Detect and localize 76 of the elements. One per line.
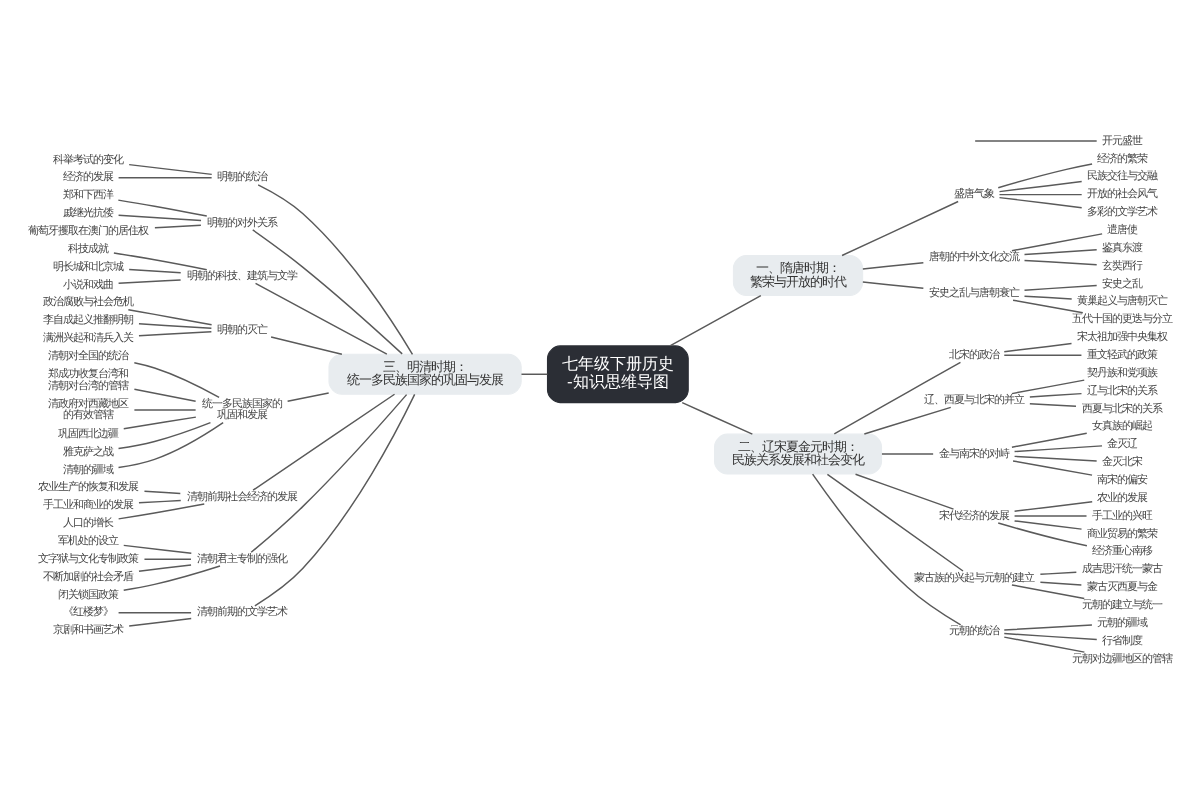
- connector: [117, 279, 182, 285]
- connector: [123, 416, 197, 430]
- connector: [1011, 432, 1088, 448]
- connector: [1039, 581, 1083, 586]
- connector: [833, 361, 962, 435]
- connector: [998, 196, 1083, 209]
- connector: [1003, 632, 1098, 641]
- connector: [254, 393, 416, 607]
- connector: [154, 224, 202, 229]
- connector: [998, 193, 1083, 196]
- connector: [117, 199, 208, 217]
- connector: [117, 503, 205, 520]
- connector: [133, 409, 197, 411]
- connector: [826, 473, 964, 572]
- connector: [127, 308, 213, 326]
- connector: [1023, 284, 1098, 291]
- connector: [138, 499, 182, 504]
- connector: [252, 229, 403, 355]
- connector: [117, 612, 192, 614]
- connector: [997, 522, 1088, 547]
- connector: [520, 373, 549, 375]
- connector: [854, 473, 955, 510]
- connector: [1013, 455, 1098, 462]
- connector: [1011, 233, 1103, 252]
- connector: [862, 281, 925, 289]
- connector: [1013, 515, 1088, 517]
- connector: [841, 200, 959, 257]
- connector: [286, 392, 330, 402]
- connector: [138, 331, 213, 337]
- connector: [863, 406, 952, 435]
- connector: [138, 323, 213, 330]
- connector: [1012, 299, 1084, 314]
- connector: [250, 393, 408, 554]
- connector: [143, 558, 192, 560]
- connector: [117, 214, 202, 222]
- connector: [123, 565, 221, 591]
- connector: [117, 177, 213, 179]
- connector: [681, 401, 754, 435]
- connector: [270, 336, 343, 355]
- connector: [133, 388, 197, 402]
- connector: [1023, 259, 1098, 266]
- connector: [128, 617, 192, 627]
- connector: [138, 564, 192, 572]
- connector: [252, 393, 396, 491]
- connector: [1013, 520, 1083, 530]
- connector: [1011, 379, 1085, 395]
- connector: [128, 163, 213, 176]
- connector: [1023, 249, 1098, 256]
- connector: [1013, 501, 1093, 512]
- connector: [881, 453, 934, 455]
- connector: [143, 490, 182, 495]
- connector: [1003, 636, 1086, 653]
- connector: [117, 421, 224, 469]
- connector: [1003, 342, 1073, 353]
- connector: [974, 140, 1098, 142]
- connector: [117, 421, 212, 450]
- connector: [1029, 392, 1083, 398]
- connector: [1039, 571, 1078, 576]
- connector: [128, 268, 182, 274]
- connector: [997, 163, 1093, 189]
- connector: [257, 184, 414, 355]
- connector: [1011, 584, 1085, 600]
- connector: [1023, 295, 1073, 300]
- connector: [113, 252, 208, 271]
- connector: [1012, 460, 1093, 476]
- connector: [669, 294, 762, 347]
- connector: [123, 544, 193, 555]
- connector: [998, 180, 1083, 193]
- connector: [1003, 354, 1083, 357]
- connector: [133, 361, 220, 399]
- connector: [862, 262, 925, 270]
- connector: [1003, 624, 1093, 631]
- connector: [1013, 445, 1103, 453]
- connector: [254, 282, 388, 355]
- connector: [1029, 402, 1077, 408]
- connector: [811, 473, 962, 626]
